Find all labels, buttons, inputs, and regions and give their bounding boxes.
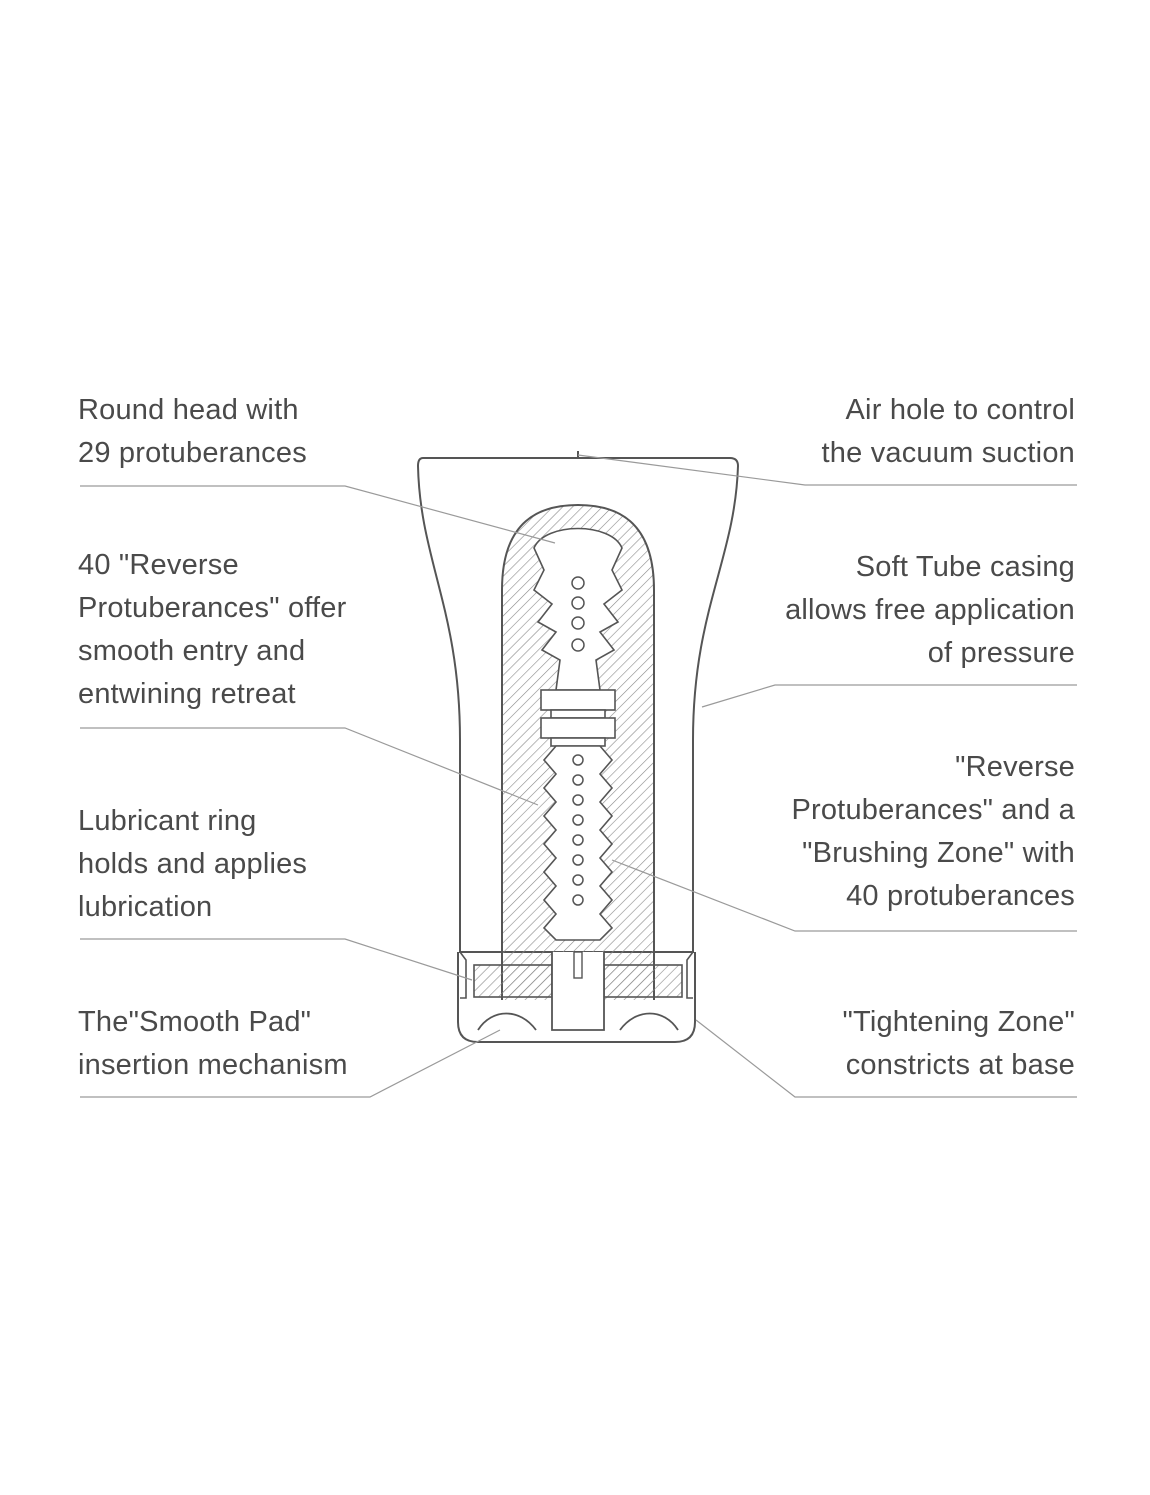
leader-soft-tube — [701, 684, 1077, 708]
leader-round-head — [80, 485, 556, 544]
label-round-head: Round head with 29 protuberances — [78, 394, 307, 469]
smooth-pad — [551, 952, 605, 1031]
inner-canal — [532, 527, 624, 941]
leader-reverse-protuberances — [80, 727, 539, 806]
leader-smooth-pad — [80, 1029, 501, 1098]
lubricant-ring-right — [603, 964, 683, 998]
label-smooth-pad: The"Smooth Pad" insertion mechanism — [78, 1006, 348, 1081]
label-tightening-zone: "Tightening Zone" constricts at base — [842, 1006, 1075, 1081]
lubricant-ring-left — [473, 964, 553, 998]
leader-tightening-zone — [695, 1019, 1077, 1098]
leader-lubricant-ring — [80, 938, 473, 981]
tightening-zone — [477, 1012, 679, 1031]
leader-air-hole — [577, 454, 1077, 486]
label-brushing-zone: "Reverse Protuberances" and a "Brushing … — [791, 751, 1075, 912]
label-air-hole: Air hole to control the vacuum suction — [821, 394, 1075, 469]
leader-lines — [80, 454, 1077, 1098]
leader-brushing-zone — [611, 859, 1077, 932]
protuberance-dots — [571, 576, 585, 906]
label-soft-tube: Soft Tube casing allows free application… — [785, 551, 1075, 669]
soft-tube-casing — [416, 457, 740, 953]
label-lubricant-ring: Lubricant ring holds and applies lubrica… — [78, 805, 308, 923]
label-reverse-protuberances: 40 "Reverse Protuberances" offer smooth … — [78, 549, 347, 710]
base-cap — [457, 952, 696, 1043]
